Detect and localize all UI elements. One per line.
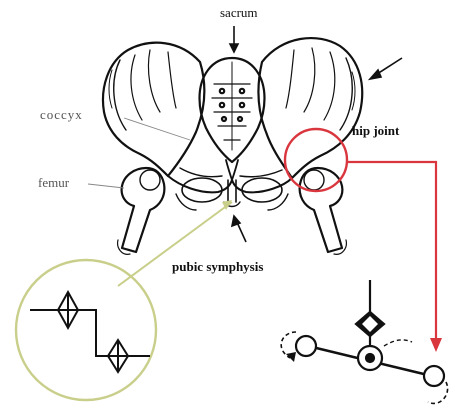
hip-to-model-arrow [346,162,436,342]
label-sacrum: sacrum [220,6,258,19]
joint-kinematic-icon [281,280,447,403]
label-femur: femur [38,176,69,189]
spring-link-icon [30,292,150,372]
label-pubic-symphysis: pubic symphysis [172,260,263,273]
pubic-arch [168,176,292,192]
label-coccyx: coccyx [40,108,83,121]
hip-joint-highlight [285,129,347,191]
right-femur [300,168,343,252]
symphysis-model-circle [16,260,156,400]
label-hip-joint: hip joint [352,124,399,137]
left-femur [122,168,165,252]
